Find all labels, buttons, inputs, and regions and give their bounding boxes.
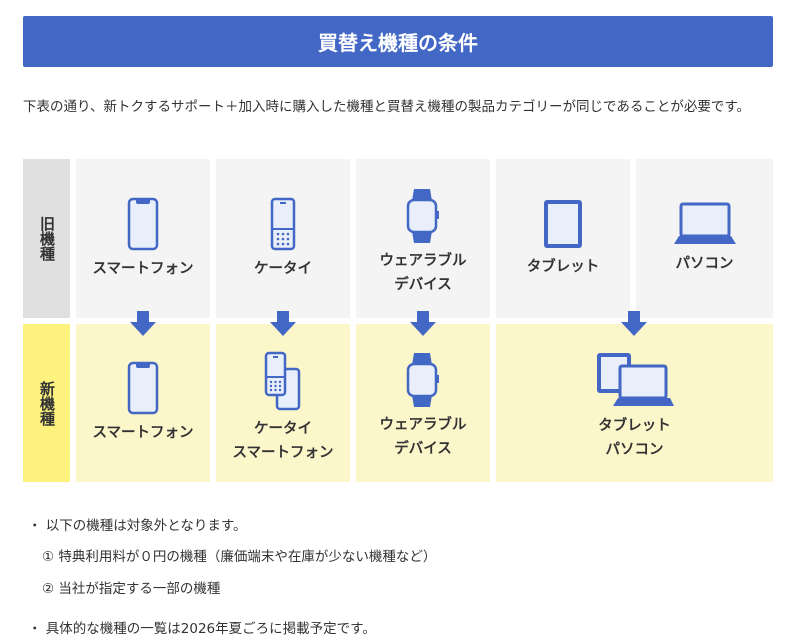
feature-phone-icon xyxy=(270,197,296,250)
tablet-icon xyxy=(544,199,582,248)
label: デバイス xyxy=(394,276,452,293)
label: スマートフォン xyxy=(92,425,194,441)
old-feature-phone: ケータイ xyxy=(216,159,350,318)
label: パソコン xyxy=(675,255,734,272)
smartphone-icon xyxy=(127,361,159,415)
page-title: 買替え機種の条件 xyxy=(23,16,773,67)
label: パソコン xyxy=(605,442,664,458)
smartwatch-icon xyxy=(406,353,439,407)
note-sub-1: ① 特典利用料が０円の機種（廉価端末や在庫が少ない機種など） xyxy=(42,549,437,565)
down-arrow-icon xyxy=(130,311,156,336)
down-arrow-icon xyxy=(621,311,647,336)
new-tablet-pc: タブレット パソコン xyxy=(496,324,773,482)
label: タブレット xyxy=(598,418,671,434)
new-smartphone: スマートフォン xyxy=(76,324,210,482)
old-device-label: 旧機種 xyxy=(23,159,70,318)
old-smartphone: スマートフォン xyxy=(76,159,210,318)
note-list-schedule: ・ 具体的な機種の一覧は2026年夏ごろに掲載予定です。 xyxy=(28,621,376,637)
new-wearable: ウェアラブル デバイス xyxy=(356,324,490,482)
intro-text: 下表の通り、新トクするサポート＋加入時に購入した機種と買替え機種の製品カテゴリー… xyxy=(23,99,750,115)
note-sub-2: ② 当社が指定する一部の機種 xyxy=(42,581,221,597)
label: ウェアラブル xyxy=(379,252,467,269)
phone-and-smartphone-icon xyxy=(264,351,301,411)
label: スマートフォン xyxy=(232,445,334,461)
new-device-label: 新機種 xyxy=(23,324,70,482)
smartwatch-icon xyxy=(406,188,439,243)
note-excluded: ・ 以下の機種は対象外となります。 xyxy=(28,518,247,534)
new-feature-phone-smartphone: ケータイ スマートフォン xyxy=(216,324,350,482)
tablet-and-laptop-icon xyxy=(596,353,674,406)
label: デバイス xyxy=(394,441,452,457)
smartphone-icon xyxy=(127,197,159,250)
label: ウェアラブル xyxy=(379,417,467,433)
down-arrow-icon xyxy=(410,311,436,336)
label: タブレット xyxy=(526,258,600,275)
label: ケータイ xyxy=(254,421,312,437)
old-wearable: ウェアラブル デバイス xyxy=(356,159,490,318)
label: スマートフォン xyxy=(92,260,194,277)
old-pc: パソコン xyxy=(636,159,773,318)
old-tablet: タブレット xyxy=(496,159,630,318)
label: ケータイ xyxy=(254,260,312,277)
laptop-icon xyxy=(673,202,736,244)
down-arrow-icon xyxy=(270,311,296,336)
